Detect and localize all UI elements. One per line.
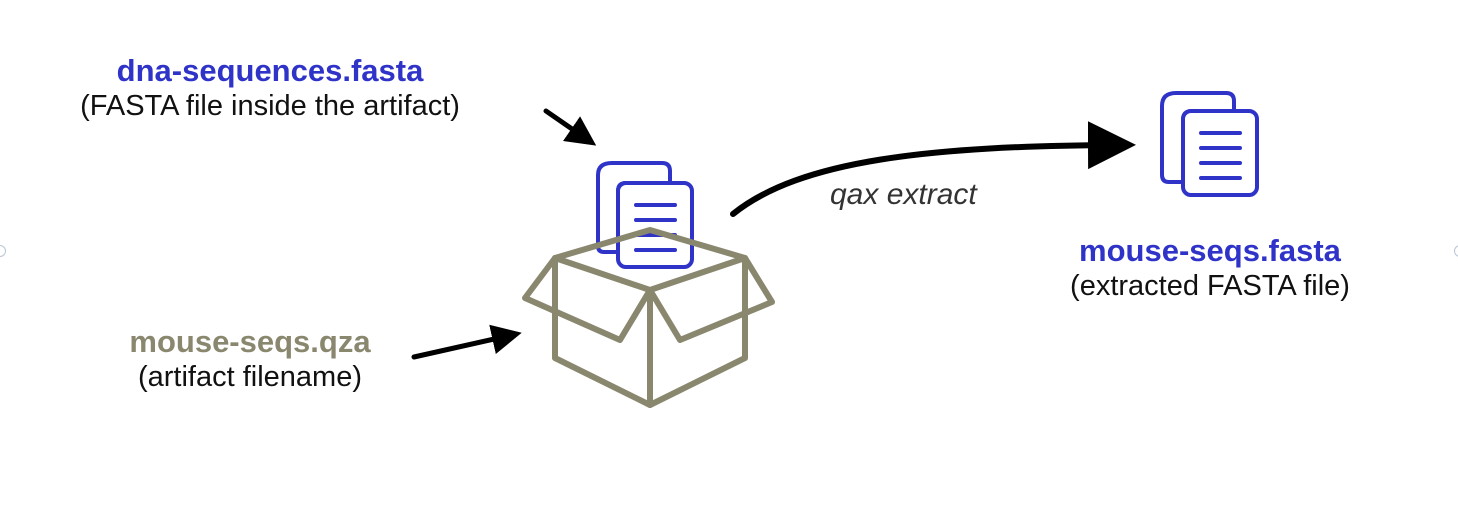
artifact-name: mouse-seqs.qza [129,324,371,359]
inner-file-name: dna-sequences.fasta [116,53,424,88]
extracted-file-name: mouse-seqs.fasta [1079,233,1341,268]
artifact-label: mouse-seqs.qza (artifact filename) [90,323,410,395]
inner-file-label: dna-sequences.fasta (FASTA file inside t… [22,52,518,124]
inner-file-description: (FASTA file inside the artifact) [80,90,460,123]
pointer-arrow-inner-file [543,108,597,146]
artifact-description: (artifact filename) [137,361,362,394]
inner-file-documents-icon [596,161,694,269]
extracted-file-description: (extracted FASTA file) [1070,270,1350,303]
artifact-open-box-icon [522,227,775,408]
extracted-file-documents-icon [1160,91,1259,197]
command-label: qax extract [830,178,977,211]
pointer-arrow-artifact [411,324,522,360]
extracted-file-label: mouse-seqs.fasta (extracted FASTA file) [1020,232,1400,304]
extract-arrow [730,121,1136,217]
